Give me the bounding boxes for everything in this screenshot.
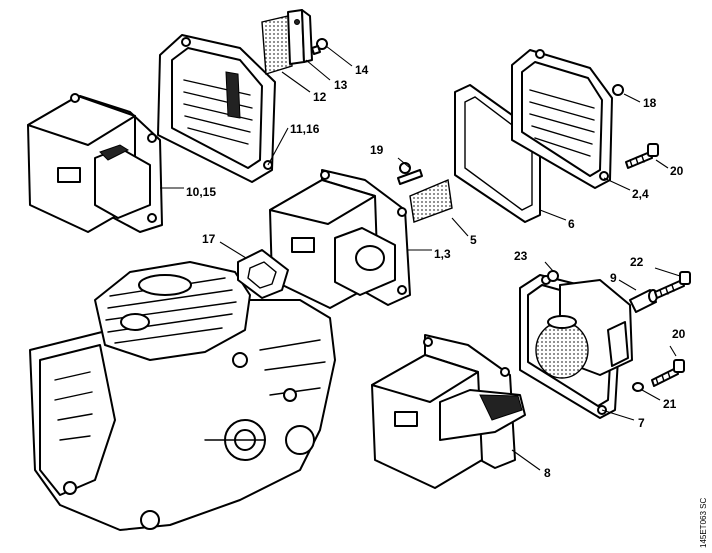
callout-1-3: 1,3 [434,247,451,261]
engine-block [29,261,336,531]
callout-5: 5 [470,233,477,247]
screw-part-23 [547,270,559,282]
callout-12: 12 [313,90,327,104]
bolt-part-20-lower [651,359,685,387]
cover-part-2-4 [511,49,613,189]
callout-13: 13 [334,78,348,92]
callout-22: 22 [630,255,644,269]
washer-part-21 [632,382,644,392]
callout-11-16: 11,16 [290,122,320,136]
muffler-part-1-3 [269,169,411,309]
leader-lines [160,45,681,471]
bolt-part-20-upper [625,143,659,169]
callout-18: 18 [643,96,657,110]
callout-6: 6 [568,217,575,231]
catalytic-muffler-part-7 [519,274,633,419]
gasket-part-6 [454,84,541,223]
screw-part-19 [397,162,423,185]
muffler-housing-part-8 [371,334,526,489]
callout-23: 23 [514,249,528,263]
muffler-part-10-15 [27,93,163,233]
callout-10-15: 10,15 [186,185,216,199]
spark-screen-part-5 [409,179,453,223]
callout-20-lower: 20 [672,327,686,341]
callout-2-4: 2,4 [632,187,649,201]
cover-part-11-16 [157,34,276,183]
callout-21: 21 [663,397,677,411]
callout-14: 14 [355,63,369,77]
bracket-part-13 [287,9,313,65]
callout-7: 7 [638,416,645,430]
screw-part-18 [612,84,624,96]
callout-20-upper: 20 [670,164,684,178]
callout-labels: 14 13 12 11,16 10,15 19 17 5 1,3 18 20 2… [186,63,686,480]
gasket-part-17 [237,249,289,299]
callout-19: 19 [370,143,384,157]
reference-code: 145ET063 SC [699,498,708,548]
spark-screen-part-12 [261,15,293,75]
bolt-part-22 [654,271,691,299]
callout-17: 17 [202,232,216,246]
screw-part-14 [311,38,328,55]
callout-9: 9 [610,271,617,285]
sleeve-part-9 [629,289,658,313]
callout-8: 8 [544,466,551,480]
